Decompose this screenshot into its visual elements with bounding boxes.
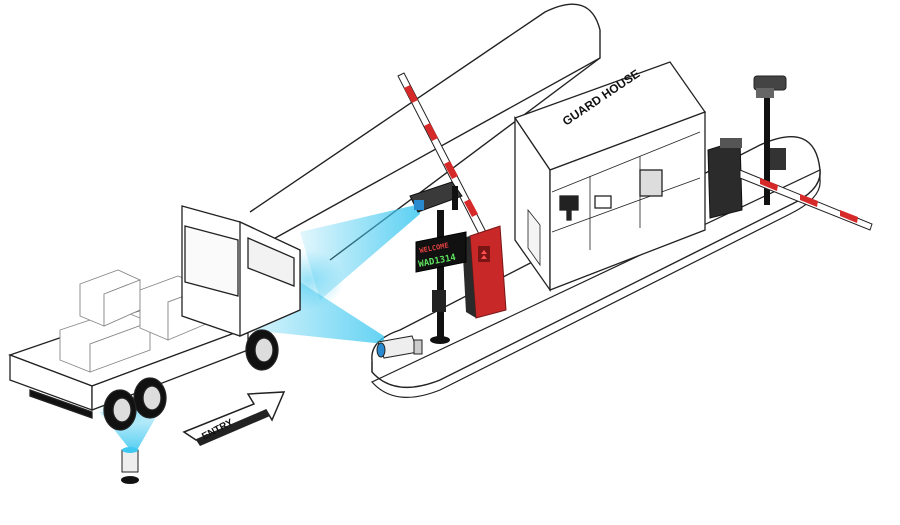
under-vehicle-camera-icon: [121, 447, 139, 484]
led-display: WELCOME WAD1314: [415, 231, 467, 273]
lpr-camera-icon: [409, 181, 463, 213]
ptz-camera-icon: [753, 75, 787, 98]
exit-barrier: [707, 138, 873, 231]
side-camera-icon: [376, 335, 423, 359]
barrier-gate-icon: [462, 225, 507, 319]
cargo-boxes: [59, 269, 208, 373]
monitor-icon: [559, 169, 663, 221]
ptz-camera: [753, 75, 787, 205]
truck-icon: [8, 205, 301, 431]
lpr-pole: [430, 210, 450, 344]
truck-wheels: [103, 329, 279, 431]
direction-arrow-icon: ENTRY: [182, 391, 286, 446]
